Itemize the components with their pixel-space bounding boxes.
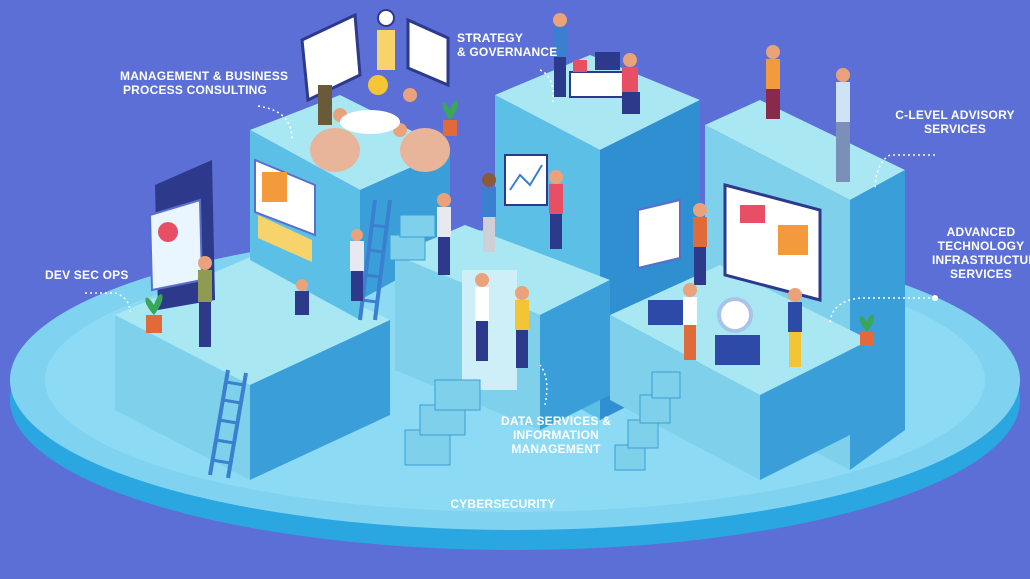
data-services-label: DATA SERVICES & INFORMATION MANAGEMENT <box>498 414 614 456</box>
strategy-governance-label: STRATEGY & GOVERNANCE <box>457 31 557 59</box>
person-data-2 <box>515 286 529 368</box>
plant-icon <box>859 314 875 346</box>
label-line: INFRASTRUCTURE <box>932 253 1030 267</box>
devsecops-label: DEV SEC OPS <box>45 268 129 282</box>
leader-advanced <box>829 297 935 326</box>
doorway <box>462 270 517 390</box>
person-presenter-2 <box>549 170 563 249</box>
cybersecurity-label: CYBERSECURITY <box>450 497 556 511</box>
stairs-upper <box>389 214 436 261</box>
label-line: ADVANCED <box>946 225 1016 239</box>
label-line: MANAGEMENT & BUSINESS <box>120 69 289 83</box>
person-devsecops-seated <box>295 279 309 315</box>
label-line: TECHNOLOGY <box>937 239 1025 253</box>
leader-dots <box>932 295 938 301</box>
stairs-right <box>614 371 681 471</box>
leader-clevel <box>874 154 935 191</box>
label-line: DATA SERVICES & <box>501 414 611 428</box>
label-line: C-LEVEL ADVISORY <box>895 108 1015 122</box>
person-stairs <box>437 193 451 275</box>
advanced-technology-label: ADVANCED TECHNOLOGY INFRASTRUCTURE SERVI… <box>932 225 1030 281</box>
person-clevel-woman <box>766 45 780 119</box>
label-line: SERVICES <box>949 267 1013 281</box>
person-data-1 <box>475 273 489 361</box>
management-chairs <box>310 75 450 172</box>
person-strategy-standing <box>553 13 567 97</box>
label-line: STRATEGY <box>457 31 524 45</box>
person-advanced-1 <box>693 203 707 285</box>
label-line: PROCESS CONSULTING <box>122 83 268 97</box>
management-boards <box>300 9 450 103</box>
plant-icon <box>442 100 459 136</box>
leader-data <box>539 364 548 406</box>
clevel-advisory-label: C-LEVEL ADVISORY SERVICES <box>895 108 1015 136</box>
person-devsecops <box>198 256 212 347</box>
plant-icon <box>145 294 163 333</box>
person-ladder-climber <box>350 229 364 301</box>
stairs-center <box>404 379 481 466</box>
leader-strategy <box>539 69 554 106</box>
advanced-screens <box>637 183 822 365</box>
people <box>198 13 850 368</box>
management-consulting-label: MANAGEMENT & BUSINESS PROCESS CONSULTING <box>120 69 289 97</box>
label-line: INFORMATION <box>513 428 599 442</box>
label-line: MANAGEMENT <box>511 442 601 456</box>
leader-devsecops <box>85 292 131 313</box>
person-advanced-2 <box>683 283 697 360</box>
ladder-left-icon <box>208 369 248 479</box>
label-line: SERVICES <box>923 122 987 136</box>
label-line: & GOVERNANCE <box>457 45 558 59</box>
whiteboard <box>504 154 548 206</box>
person-advanced-3 <box>788 288 802 367</box>
person-clevel-man <box>836 68 850 182</box>
person-management-group <box>318 85 417 137</box>
person-strategy-seated <box>622 53 640 114</box>
person-presenter-1 <box>482 173 496 252</box>
leader-lines <box>85 69 935 406</box>
leader-management <box>257 105 293 141</box>
